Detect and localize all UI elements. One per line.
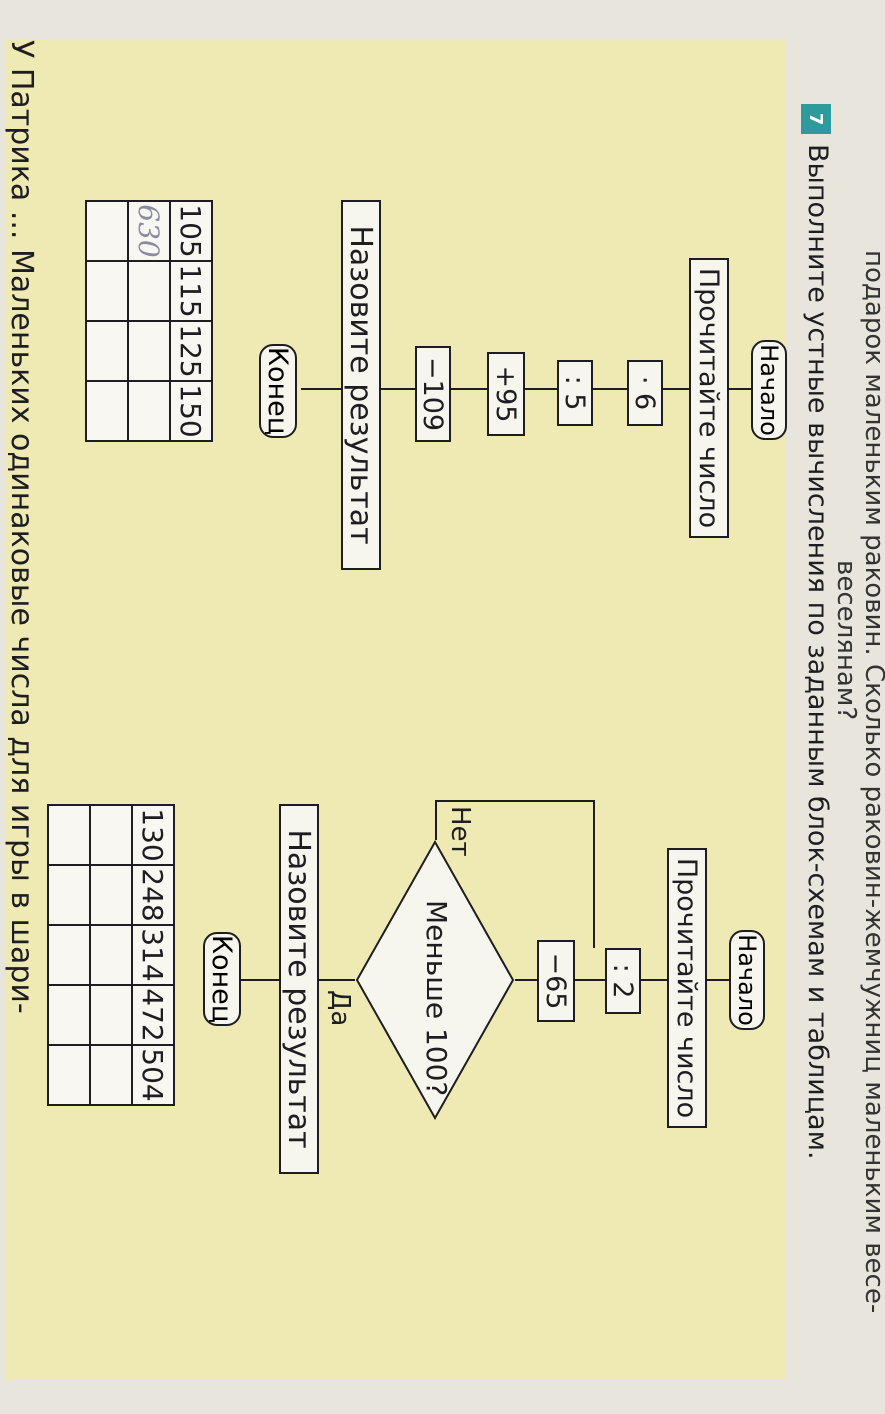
right-no-label: Нет (445, 806, 475, 857)
left-read: Прочитайте число (689, 258, 729, 538)
left-start: Начало (751, 340, 787, 440)
top-text-line1: подарок маленьким раковин. Сколько раков… (859, 250, 885, 1314)
right-table-empty (90, 925, 132, 985)
left-table-cell: 150 (170, 381, 212, 441)
right-end: Конец (203, 932, 241, 1026)
top-text-line2: веселянам? (831, 560, 861, 721)
right-table-cell: 472 (132, 985, 174, 1045)
right-table-cell: 504 (132, 1045, 174, 1105)
right-table-empty (48, 865, 90, 925)
right-table-empty (48, 985, 90, 1045)
left-end: Конец (259, 344, 297, 438)
right-table-cell: 130 (132, 805, 174, 865)
left-table-empty (86, 201, 128, 261)
left-table-empty (86, 381, 128, 441)
right-op-div: : 2 (605, 948, 641, 1014)
right-yes-label: Да (325, 990, 355, 1027)
left-table-empty (128, 321, 170, 381)
left-table-answer: 630 (128, 201, 170, 261)
left-op-minus: −109 (415, 346, 451, 442)
right-decision-diamond (355, 840, 515, 1120)
right-table-empty (48, 1045, 90, 1105)
right-table-cell: 314 (132, 925, 174, 985)
right-table-empty (90, 985, 132, 1045)
left-table-cell: 105 (170, 201, 212, 261)
right-table-empty (90, 805, 132, 865)
task-instruction: Выполните устные вычисления по заданным … (802, 144, 833, 1160)
right-table-empty (90, 865, 132, 925)
left-table-empty (86, 321, 128, 381)
left-result: Назовите результат (341, 200, 381, 570)
left-table-empty (128, 381, 170, 441)
task-number-badge: 7 (801, 104, 831, 134)
right-table-empty (48, 925, 90, 985)
right-table: 130 248 314 472 504 (47, 804, 175, 1106)
left-op-plus: +95 (487, 352, 525, 436)
right-start: Начало (729, 930, 765, 1030)
left-op-mult: · 6 (627, 360, 663, 426)
left-table: 105 115 125 150 630 (85, 200, 213, 442)
bottom-text: У Патрика ... Маленьких одинаковые числа… (4, 40, 39, 1014)
right-table-empty (48, 805, 90, 865)
left-table-empty (86, 261, 128, 321)
right-decision-label: Меньше 100? (420, 900, 453, 1097)
right-op-minus: −65 (537, 940, 575, 1022)
left-table-empty (128, 261, 170, 321)
left-table-cell: 125 (170, 321, 212, 381)
left-op-div: : 5 (557, 360, 593, 426)
right-read: Прочитайте число (667, 848, 707, 1128)
left-table-cell: 115 (170, 261, 212, 321)
right-result: Назовите результат (279, 804, 319, 1174)
right-table-cell: 248 (132, 865, 174, 925)
right-table-empty (90, 1045, 132, 1105)
